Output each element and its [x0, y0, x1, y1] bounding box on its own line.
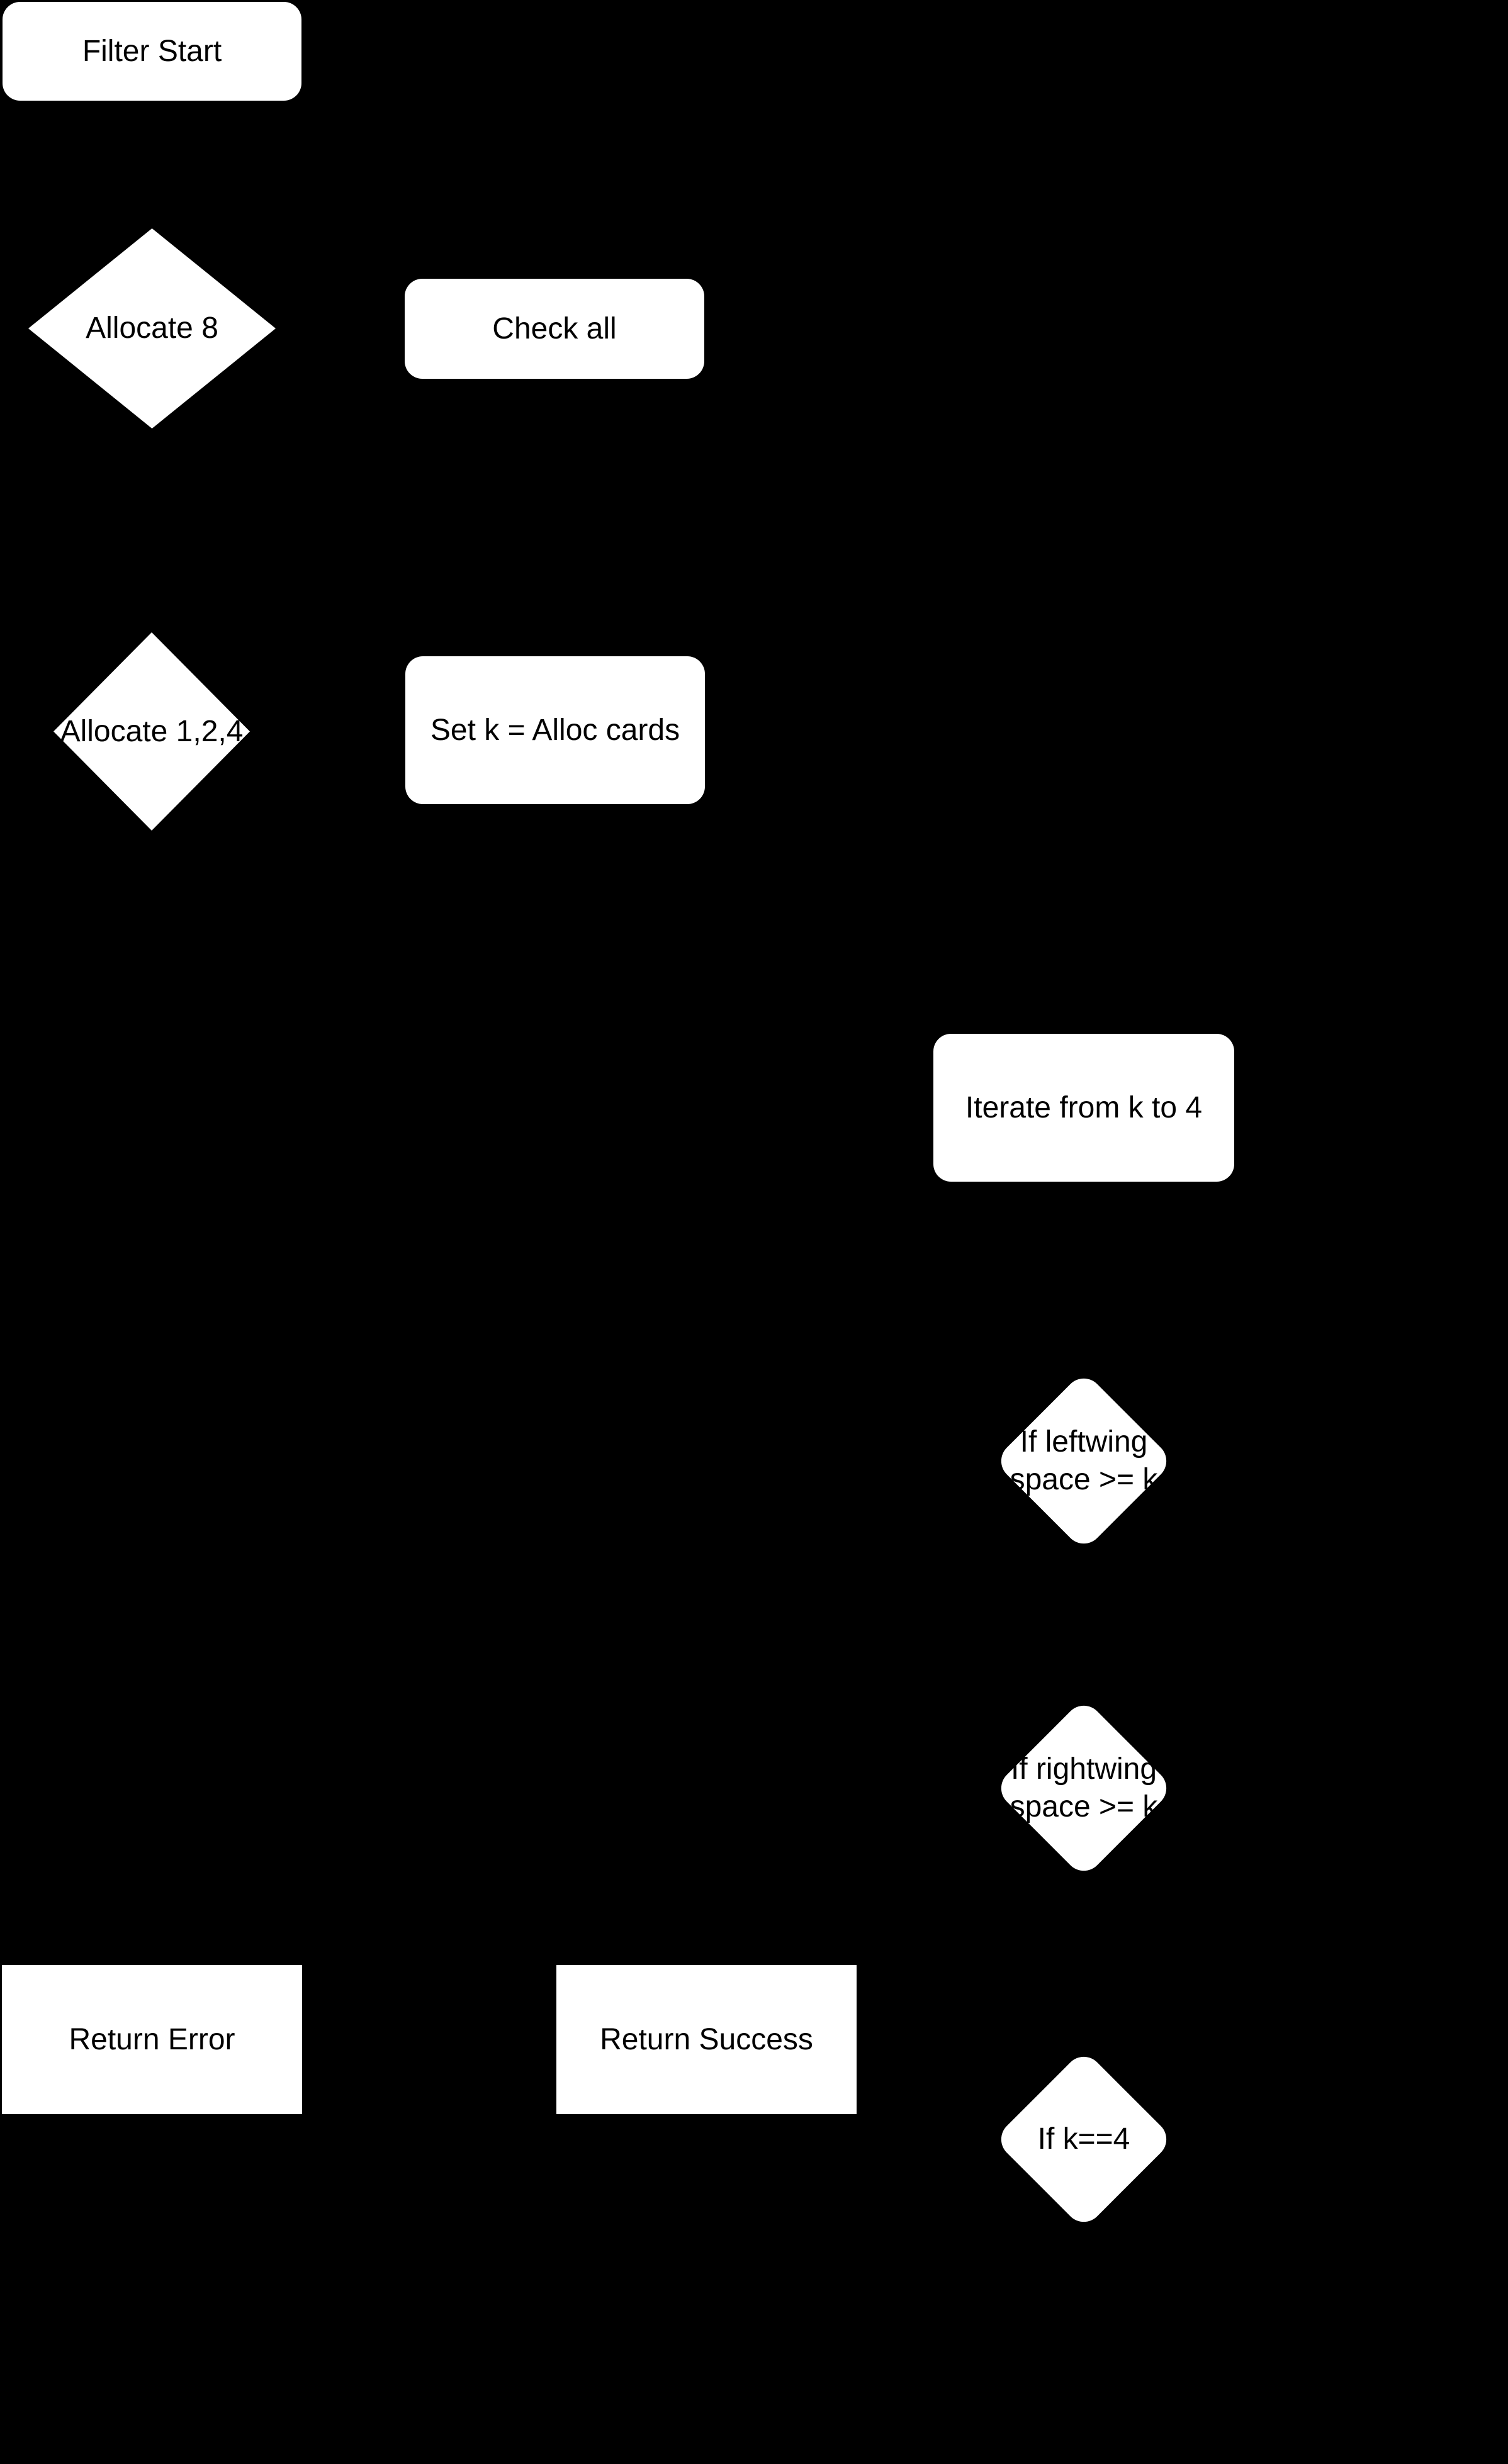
node-set-k-alloc-cards: Set k = Alloc cards [405, 656, 705, 804]
node-label: Filter Start [82, 34, 222, 68]
node-if-k-equals-4: If k==4 [993, 2049, 1175, 2230]
node-label: Allocate 1,2,4 [60, 714, 244, 748]
node-label: Iterate from k to 4 [965, 1090, 1203, 1124]
rect-shape [556, 1965, 857, 2114]
node-check-all: Check all [405, 279, 704, 379]
node-allocate-1-2-4: Allocate 1,2,4 [53, 632, 250, 831]
node-label: If k==4 [1037, 2122, 1130, 2156]
node-label: Set k = Alloc cards [430, 713, 680, 747]
node-filter-start: Filter Start [3, 2, 301, 101]
node-label: Allocate 8 [86, 311, 218, 345]
node-label: If rightwing space >= k [1010, 1752, 1158, 1823]
rounded-rect-shape [405, 656, 705, 804]
node-label: Return Error [69, 2022, 235, 2056]
node-return-success: Return Success [556, 1965, 857, 2114]
rounded-rect-shape [405, 279, 704, 379]
node-if-leftwing-space: If leftwing space >= k [993, 1370, 1175, 1552]
node-if-rightwing-space: If rightwing space >= k [993, 1698, 1175, 1879]
rounded-rect-shape [3, 2, 301, 101]
node-allocate-8: Allocate 8 [28, 228, 276, 428]
node-label: Return Success [600, 2022, 813, 2056]
node-label: Check all [492, 311, 617, 345]
rounded-rect-shape [933, 1034, 1234, 1182]
node-label: If leftwing space >= k [1010, 1425, 1158, 1496]
node-return-error: Return Error [2, 1965, 302, 2114]
rect-shape [2, 1965, 302, 2114]
node-iterate-from-k-to-4: Iterate from k to 4 [933, 1034, 1234, 1182]
